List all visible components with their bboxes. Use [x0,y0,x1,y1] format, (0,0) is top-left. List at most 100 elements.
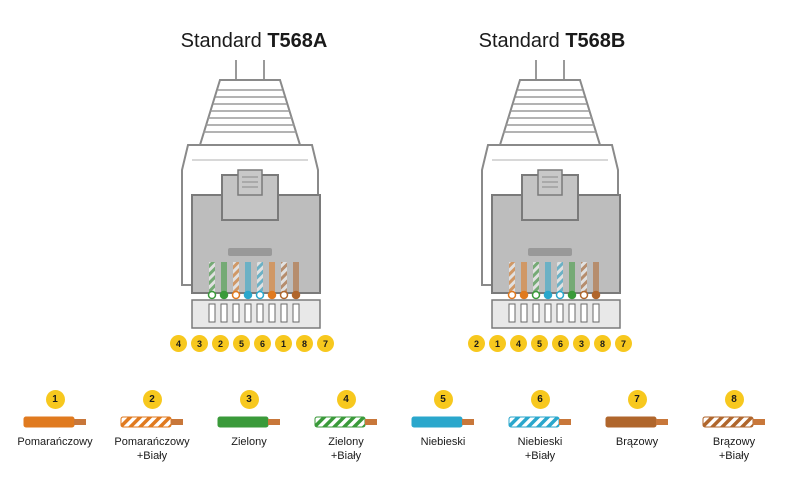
wire-sample-icon [411,416,474,428]
pin-contact [280,303,288,323]
wire-7 [593,262,599,292]
wire-end-6 [555,290,565,300]
wire-sample-icon [23,416,86,428]
pin-contact [268,303,276,323]
wire-sample-icon [314,416,377,428]
title-standard-name: T568A [267,30,328,52]
legend-label-line1: Pomarańczowy [114,436,190,448]
pin-contact [292,303,300,323]
title-t568b: Standard T568B [402,30,702,53]
legend-label-line2: +Biały [718,450,750,462]
cable-icon [235,60,265,82]
legend-number-badge: 8 [724,390,744,409]
legend-number-badge: 5 [433,390,453,409]
title-prefix: Standard [478,30,566,52]
pin-contact [208,303,216,323]
wire-5 [545,262,551,292]
wire-8 [581,262,587,292]
wire-3 [569,262,575,292]
pin-badge: 3 [191,335,208,352]
legend-label: Zielony [199,435,299,449]
wire-end-5 [243,290,253,300]
wire-sample-icon [120,416,183,428]
wire-end-4 [531,290,541,300]
pin-contact [508,303,516,323]
legend-label-line2: +Biały [330,450,362,462]
legend-label-line1: Zielony [231,436,267,448]
wire-end-8 [579,290,589,300]
legend-number-badge: 7 [627,390,647,409]
legend-label-line1: Brązowy [712,436,756,448]
pin-badge: 2 [468,335,485,352]
pin-badge: 1 [275,335,292,352]
pin-badge: 5 [233,335,250,352]
pin-contact [244,303,252,323]
pin-badge: 4 [170,335,187,352]
pin-contact [232,303,240,323]
title-t568a: Standard T568A [104,30,404,53]
legend-label: Pomarańczowy [5,435,105,449]
plug-slot [228,248,272,256]
legend-label-line1: Niebieski [420,436,466,448]
wire-end-4 [207,290,217,300]
pin-contact [544,303,552,323]
pin-badge: 8 [296,335,313,352]
pin-badge: 2 [212,335,229,352]
wire-5 [245,262,251,292]
legend-number-badge: 2 [142,390,162,409]
legend-label: Niebieski+Biały [490,435,590,463]
wire-end-1 [267,290,277,300]
connector-t568b [481,60,621,329]
wire-4 [533,262,539,292]
pin-badge: 3 [573,335,590,352]
wire-end-8 [279,290,289,300]
wire-end-2 [507,290,517,300]
pin-badge: 1 [489,335,506,352]
plug-slot [528,248,572,256]
title-standard-name: T568B [565,30,626,52]
pin-badge: 8 [594,335,611,352]
legend-label-line1: Pomarańczowy [17,436,93,448]
pin-contact [580,303,588,323]
legend-number-badge: 6 [530,390,550,409]
wire-end-3 [219,290,229,300]
wire-1 [521,262,527,292]
legend-label-line1: Niebieski [517,436,563,448]
wire-6 [257,262,263,292]
pin-badge: 5 [531,335,548,352]
pin-contact [592,303,600,323]
pin-badge: 6 [254,335,271,352]
legend-label: Brązowy +Biały [684,435,784,463]
pin-contact [532,303,540,323]
pin-contact [220,303,228,323]
legend-number-badge: 4 [336,390,356,409]
legend-number-badge: 3 [239,390,259,409]
wire-end-1 [519,290,529,300]
wire-sample-icon [702,416,765,428]
wire-sample-icon [508,416,571,428]
pin-badge: 4 [510,335,527,352]
wire-1 [269,262,275,292]
wire-sample-icon [605,416,668,428]
legend-label-line2: +Biały [136,450,168,462]
wire-end-5 [543,290,553,300]
legend-label-line1: Brązowy [615,436,659,448]
legend-label: Niebieski [393,435,493,449]
legend-label: Brązowy [587,435,687,449]
wire-end-2 [231,290,241,300]
wire-3 [221,262,227,292]
pin-badge: 7 [615,335,632,352]
pin-contact [556,303,564,323]
cable-icon [535,60,565,82]
wire-end-6 [255,290,265,300]
wire-end-7 [291,290,301,300]
